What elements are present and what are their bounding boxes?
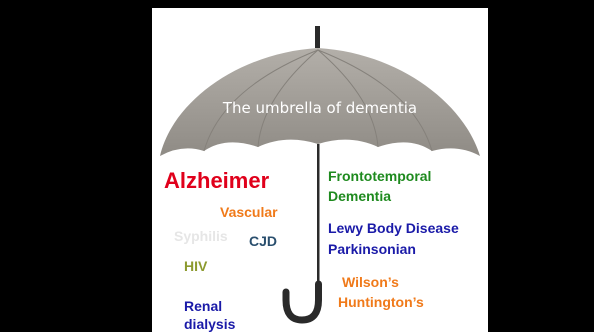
label-lewy-body-disease: Lewy Body Disease [328,220,459,236]
label-dialysis: dialysis [184,316,235,332]
umbrella-shaft-icon [317,144,320,288]
label-vascular: Vascular [220,204,278,220]
label-alzheimer: Alzheimer [164,168,269,193]
label-wilsons: Wilson’s [342,274,399,290]
umbrella-tip-icon [315,26,320,48]
label-frontotemporal: Frontotemporal [328,168,431,184]
label-hiv: HIV [184,258,207,274]
umbrella-handle-icon [286,284,319,320]
umbrella-diagram: The umbrella of dementia Alzheimer Vascu… [152,8,488,332]
label-dementia: Dementia [328,188,391,204]
label-parkinsonian: Parkinsonian [328,241,416,257]
label-syphilis: Syphilis [174,228,228,244]
label-renal: Renal [184,298,222,314]
label-huntingtons: Huntington’s [338,294,424,310]
diagram-title: The umbrella of dementia [152,99,488,117]
label-cjd: CJD [249,233,277,249]
